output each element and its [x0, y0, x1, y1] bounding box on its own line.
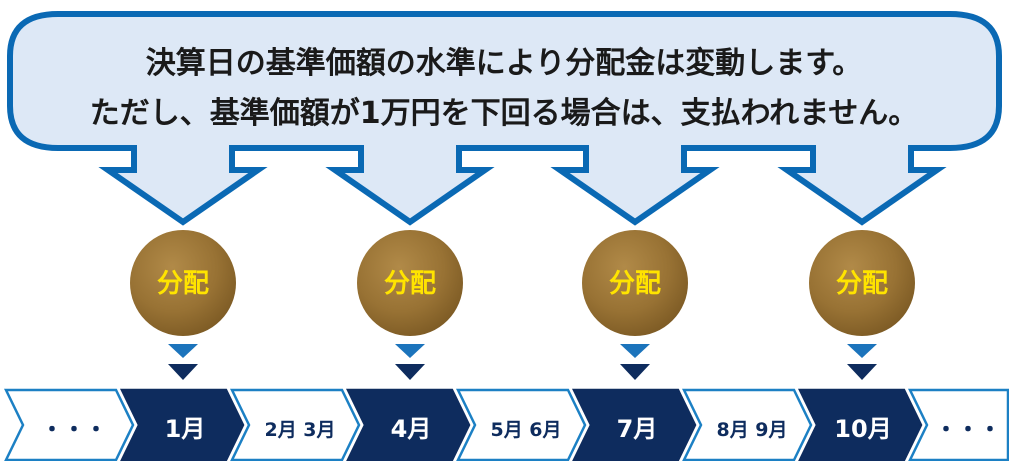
timeline-label-1: ・・・: [41, 418, 107, 443]
callout-line-1: 決算日の基準価額の水準により分配金は変動します。: [146, 46, 862, 81]
down-arrow-3: [620, 344, 650, 380]
down-arrow-2: [395, 344, 425, 380]
timeline-label-8: 10月: [834, 415, 891, 443]
timeline-segment-6: [572, 388, 697, 461]
down-arrow-4: [847, 344, 877, 380]
coin-label: 分配: [836, 269, 888, 299]
coin-label: 分配: [609, 269, 661, 299]
timeline-label-2: 1月: [165, 415, 206, 443]
distribution-coin-2: 分配: [357, 230, 463, 336]
timeline-label-9: ・・・: [935, 418, 1001, 443]
coin-label: 分配: [157, 269, 209, 299]
timeline-label-7: 8月 9月: [716, 419, 787, 441]
timeline-segment-5: [456, 388, 587, 461]
timeline-segment-8: [798, 388, 923, 461]
timeline-label-5: 5月 6月: [490, 419, 561, 441]
distribution-coin-3: 分配: [582, 230, 688, 336]
distribution-coin-4: 分配: [809, 230, 915, 336]
timeline-segment-4: [346, 388, 471, 461]
timeline-segment-2: [120, 388, 245, 461]
timeline-segment-3: [230, 388, 361, 461]
distribution-coin-1: 分配: [130, 230, 236, 336]
timeline-label-3: 2月 3月: [264, 419, 335, 441]
callout-line-2: ただし、基準価額が1万円を下回る場合は、支払われません。: [90, 96, 918, 131]
timeline: ・・・ 1月 2月 3月 4月 5月 6月 7月 8月 9月 10月 ・・・: [4, 388, 1009, 461]
timeline-segment-7: [682, 388, 813, 461]
timeline-label-6: 7月: [617, 415, 658, 443]
timeline-segment-1: [4, 388, 135, 461]
down-arrow-1: [168, 344, 198, 380]
timeline-segment-9: [908, 388, 1009, 461]
callout-bubble: [7, 11, 1002, 226]
timeline-label-4: 4月: [391, 415, 432, 443]
coin-label: 分配: [384, 269, 436, 299]
